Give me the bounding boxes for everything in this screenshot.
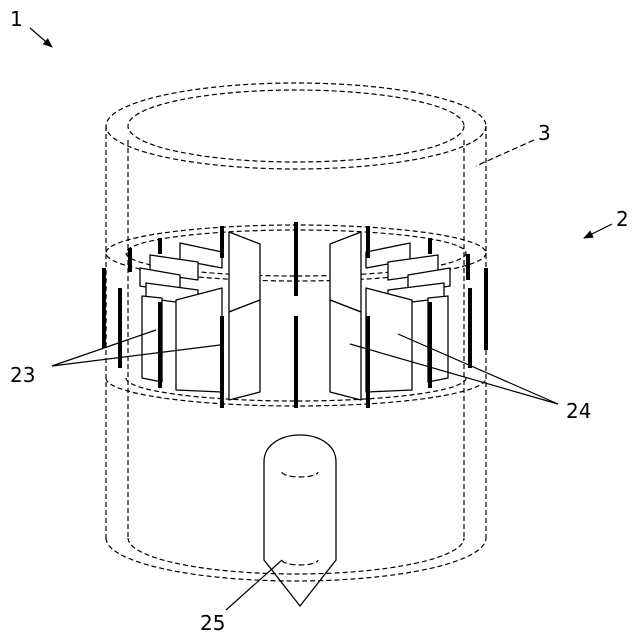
electrode-bars (104, 222, 486, 408)
label-right-electrodes: 24 (566, 399, 591, 423)
housing-leader (476, 140, 534, 166)
housing-top-outer-rim (106, 83, 486, 169)
nozzle-shade-line (282, 560, 318, 565)
label-housing: 3 (538, 121, 551, 145)
electrode-plate (330, 300, 361, 400)
nozzle-leader (226, 560, 282, 610)
nozzle-shade-line (282, 472, 318, 477)
electrode-plate (229, 300, 260, 400)
label-assembly: 2 (616, 207, 629, 231)
device-arrow (30, 28, 52, 47)
electrode-plate (176, 288, 222, 392)
electrode-plate (330, 232, 361, 312)
electrode-plate (366, 288, 412, 392)
assembly-arrow (584, 224, 612, 238)
housing-bottom-inner-rim (128, 538, 464, 574)
label-device: 1 (10, 7, 23, 31)
housing-top-inner-rim (128, 90, 464, 162)
label-left-electrodes: 23 (10, 363, 35, 387)
label-nozzle: 25 (200, 611, 225, 635)
leader-lines (30, 28, 612, 610)
electrode-plate (229, 232, 260, 312)
